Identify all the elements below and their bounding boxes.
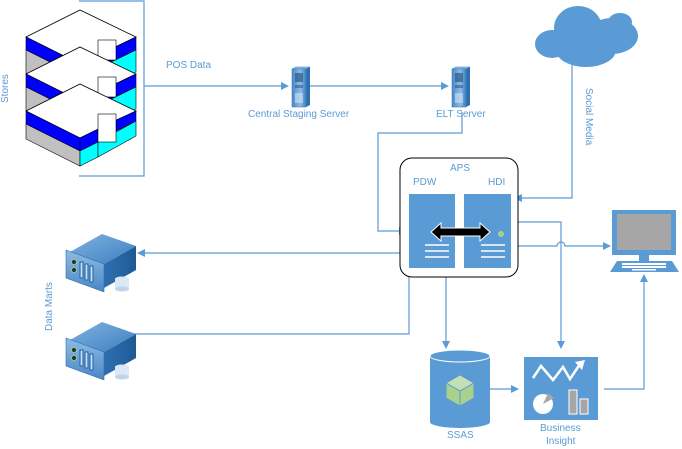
stores-bracket xyxy=(79,0,145,177)
edge-social-to-hdi[interactable] xyxy=(514,62,573,202)
store-building-icon xyxy=(25,83,137,167)
edge-aps-to-datamart-2[interactable] xyxy=(134,268,410,335)
edge-label-pos-data: POS Data xyxy=(166,60,212,71)
edge-insight-to-client[interactable] xyxy=(604,274,648,390)
elt-server-label: ELT Server xyxy=(436,109,486,120)
central-staging-server-label: Central Staging Server xyxy=(248,109,350,120)
ssas-label: SSAS xyxy=(447,430,474,441)
pdw-label: PDW xyxy=(413,177,437,188)
status-led xyxy=(498,231,504,237)
business-insight-label-line2: Insight xyxy=(546,436,576,447)
trend-line-icon xyxy=(531,363,582,382)
business-insight-icon[interactable] xyxy=(524,357,598,420)
data-mart-server-icon[interactable] xyxy=(65,322,136,381)
central-staging-server-icon[interactable] xyxy=(291,66,311,108)
data-mart-server-icon[interactable] xyxy=(65,234,136,293)
elt-server-icon[interactable] xyxy=(451,66,471,108)
connectors xyxy=(79,0,648,393)
bidirectional-arrow-icon xyxy=(430,221,491,243)
cloud-icon[interactable] xyxy=(535,6,638,67)
edge-hdi-to-insight[interactable] xyxy=(513,221,565,349)
aps-label: APS xyxy=(450,163,471,174)
desktop-computer-icon[interactable] xyxy=(610,210,679,272)
hdi-label: HDI xyxy=(488,177,506,188)
ssas-database-icon[interactable] xyxy=(429,349,491,428)
data-marts-label: Data Marts xyxy=(44,282,55,331)
stores-label: Stores xyxy=(0,74,11,103)
aps-appliance[interactable] xyxy=(399,157,519,278)
bar-chart-icon xyxy=(568,389,578,415)
edge-elt-to-pdw[interactable] xyxy=(377,112,463,235)
stores-icon-group[interactable] xyxy=(25,9,137,167)
edge-hdi-to-client[interactable] xyxy=(513,241,611,250)
business-insight-label-line1: Business xyxy=(540,423,581,434)
social-media-label: Social Media xyxy=(583,88,594,146)
cube-icon xyxy=(444,374,476,407)
